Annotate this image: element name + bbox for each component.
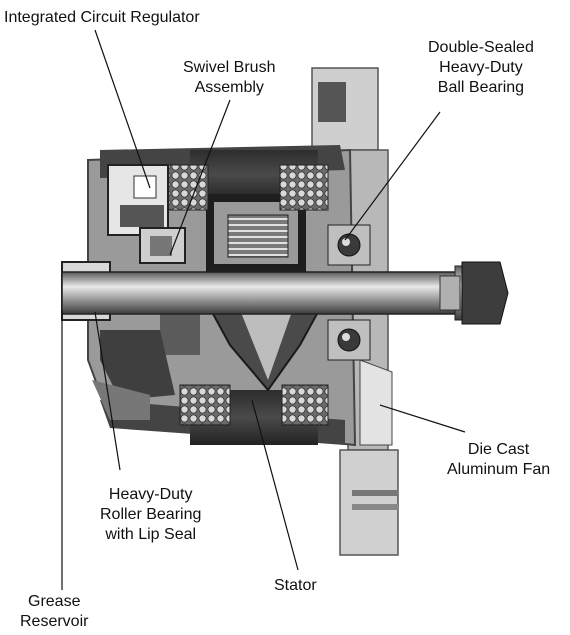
- leader-lines: [61, 29, 466, 590]
- label-roller-bearing: Heavy-Duty Roller Bearing with Lip Seal: [100, 486, 202, 543]
- rotor: [160, 289, 332, 392]
- stator: [167, 150, 329, 445]
- regulator-block: [107, 164, 169, 236]
- label-brush-assembly: Swivel Brush Assembly: [183, 59, 276, 96]
- label-grease-reservoir: Grease Reservoir: [20, 593, 89, 630]
- label-stator: Stator: [274, 577, 317, 594]
- ball-bearing: [327, 224, 371, 361]
- label-ball-bearing: Double-Sealed Heavy-Duty Ball Bearing: [428, 39, 534, 96]
- label-regulator: Integrated Circuit Regulator: [4, 9, 200, 26]
- shaft: [61, 261, 509, 325]
- label-fan: Die Cast Aluminum Fan: [447, 441, 551, 478]
- fan: [359, 359, 393, 446]
- brush-assembly: [139, 227, 186, 264]
